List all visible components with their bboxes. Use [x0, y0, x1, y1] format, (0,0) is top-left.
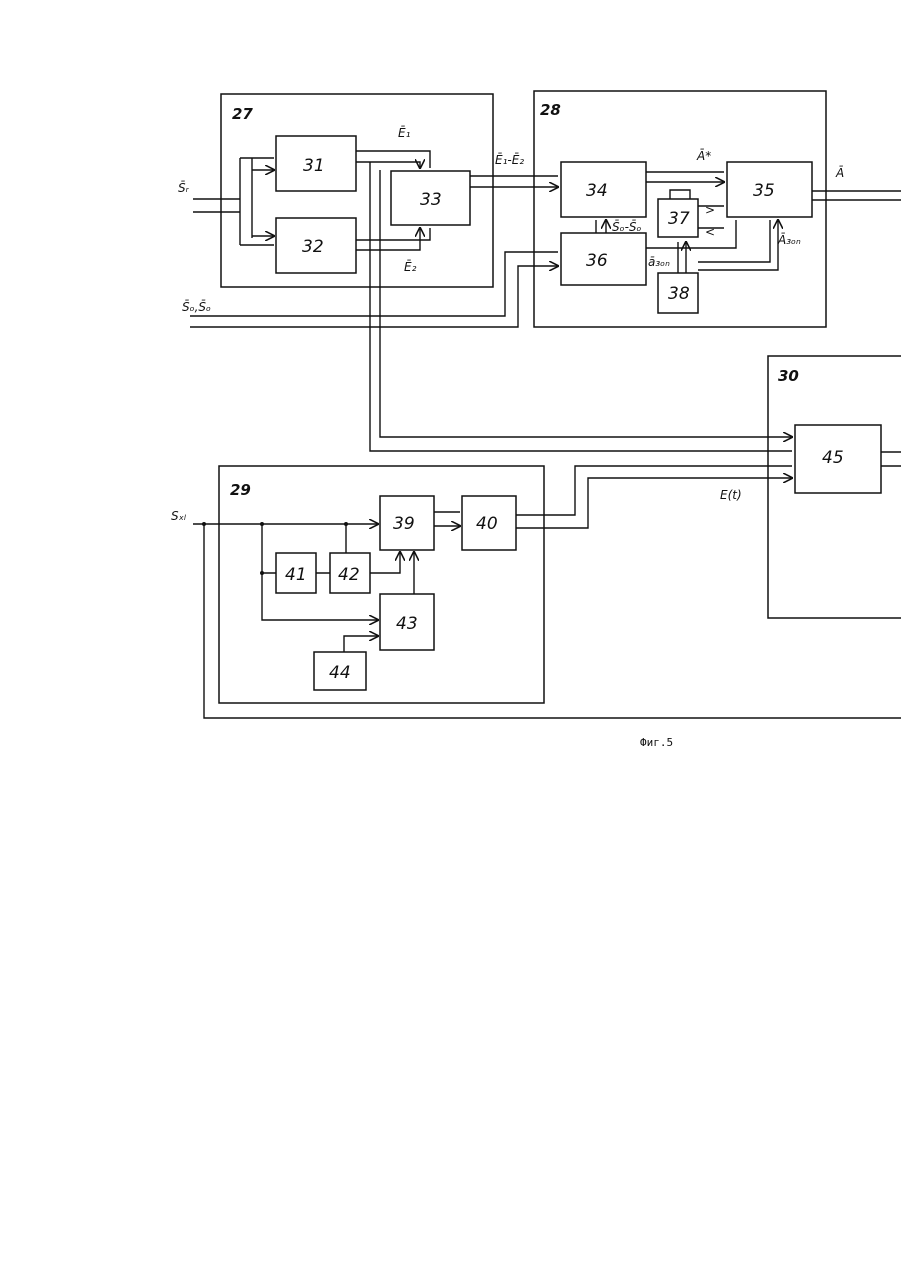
signal-label-e-t: E(t): [720, 488, 742, 502]
block-label-40: 40: [476, 514, 498, 534]
group-label-30: 30: [778, 367, 799, 385]
group-label-28: 28: [540, 101, 561, 119]
block-label-43: 43: [396, 614, 418, 634]
junction-dot: [344, 522, 348, 526]
signal-label-a-star: Ā*: [696, 149, 711, 163]
signal-mark-gt: >: [705, 203, 715, 217]
block-label-45: 45: [822, 448, 844, 468]
group-label-29: 29: [230, 481, 251, 499]
signal-label-s-pair: S̄ₒ,S̄ₒ: [182, 300, 211, 314]
group-frame-29: [219, 466, 544, 703]
block-label-41: 41: [285, 565, 307, 585]
signal-label-a-dop-right: Ā₃ₒₙ: [777, 233, 801, 247]
block-label-38: 38: [668, 284, 690, 304]
block-label-35: 35: [753, 181, 775, 201]
block-label-33: 33: [420, 190, 442, 210]
group-frame-27: [221, 94, 493, 287]
group-label-27: 27: [232, 105, 253, 123]
signal-label-e2: Ē₂: [404, 260, 417, 274]
block-label-36: 36: [586, 251, 608, 271]
junction-dot: [202, 522, 206, 526]
block-label-42: 42: [338, 565, 360, 585]
block-label-44: 44: [329, 663, 351, 683]
signal-label-e-diff: Ē₁-Ē₂: [495, 153, 524, 167]
block-label-31: 31: [303, 156, 325, 176]
signal-label-s-diff: S̄ₒ-S̄ₒ: [612, 220, 642, 234]
block-label-32: 32: [302, 237, 324, 257]
block-label-39: 39: [393, 514, 415, 534]
junction-dot: [260, 522, 264, 526]
signal-label-s-lower: Sₓₗ: [171, 509, 186, 523]
figure-caption: Фиг.5: [640, 736, 673, 749]
block-label-37: 37: [668, 209, 690, 229]
signal-label-a-out: Ā: [835, 166, 844, 180]
signal-label-e1: Ē₁: [398, 126, 411, 140]
signal-label-s-input: S̄ᵣ: [178, 181, 190, 195]
signal-mark-lt: <: [705, 225, 715, 239]
signal-label-a-dop-left: ā₃ₒₙ: [648, 255, 670, 269]
block-label-34: 34: [586, 181, 608, 201]
junction-dot: [260, 571, 264, 575]
